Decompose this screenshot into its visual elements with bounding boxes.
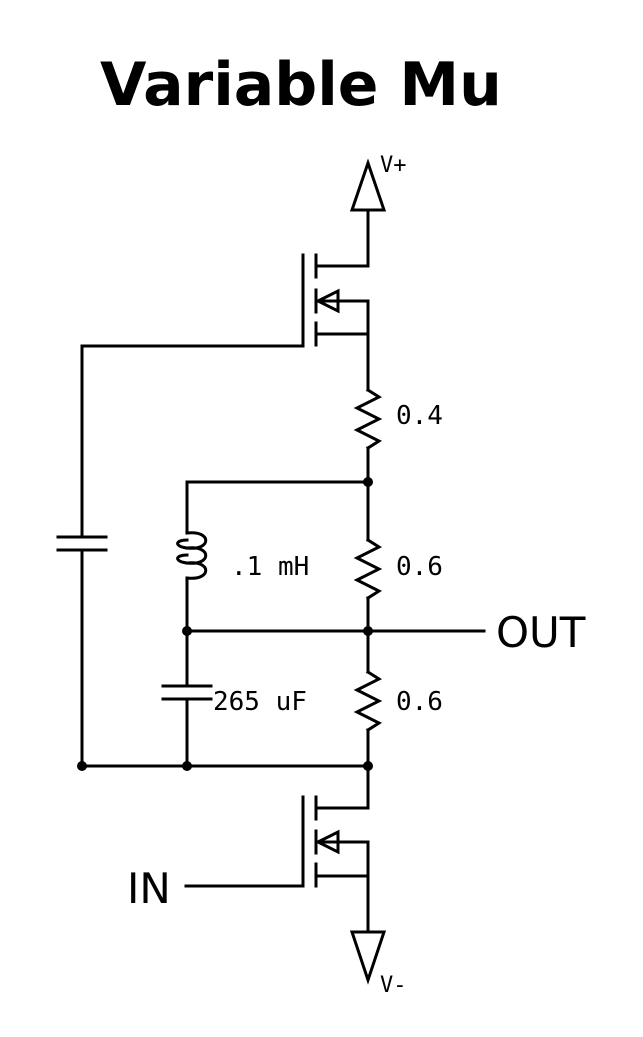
inductor-coil (176, 531, 208, 580)
output-label: OUT (496, 608, 586, 657)
vplus-label: V+ (380, 153, 407, 178)
diagram-title: Variable Mu (100, 50, 502, 120)
resistor-mid (353, 537, 383, 601)
vplus-supply-symbol (349, 158, 387, 268)
inductor-value: .1 mH (231, 552, 309, 582)
vminus-label: V- (380, 973, 407, 998)
input-label: IN (127, 864, 171, 913)
resistor-mid-value: 0.6 (396, 552, 443, 582)
junction-bottom-cap (182, 761, 192, 771)
resistor-bottom (353, 669, 383, 733)
resistor-top (353, 387, 383, 451)
lower-mosfet (301, 795, 370, 888)
capacitor-value: 265 uF (213, 687, 307, 717)
upper-mosfet (301, 253, 370, 347)
vminus-supply-symbol (349, 874, 387, 985)
resistor-top-value: 0.4 (396, 401, 443, 431)
resistor-bottom-value: 0.6 (396, 687, 443, 717)
